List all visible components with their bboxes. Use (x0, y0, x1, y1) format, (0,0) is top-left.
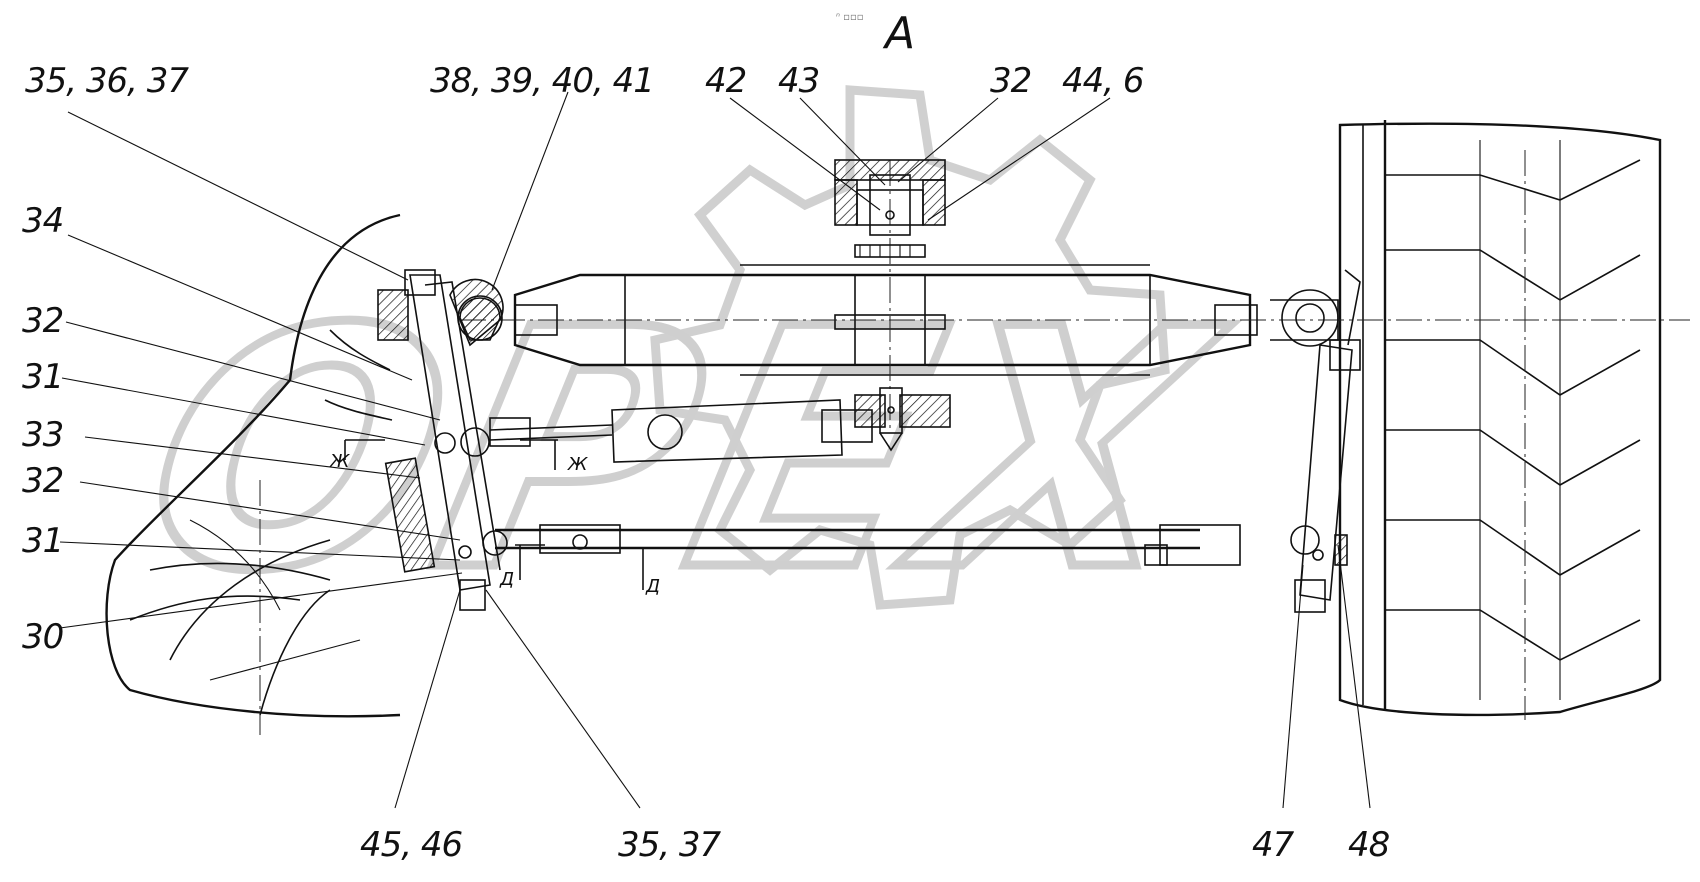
view-title: А (882, 8, 914, 59)
title-mark: ⁿ ▫▫▫ (836, 12, 864, 23)
section-mark-zh-left: Ж (329, 451, 350, 472)
callout-48: 48 (1348, 825, 1390, 865)
watermark-text: OPEX (118, 258, 1246, 643)
callout-47: 47 (1252, 825, 1295, 865)
lower-pivot-bracket (854, 387, 951, 452)
callout-35-37: 35, 37 (618, 825, 722, 865)
callout-32-upper: 32 (22, 301, 63, 341)
steering-cylinder (489, 399, 873, 463)
section-mark-d-left: Д (499, 569, 514, 590)
section-mark-d-right: Д (645, 576, 660, 597)
leader-lines (59, 91, 1371, 809)
right-knuckle (1290, 269, 1361, 613)
left-wheel (105, 213, 401, 735)
callout-44-6: 44, 6 (1062, 61, 1144, 101)
right-wheel (1338, 120, 1662, 720)
callout-32-lower: 32 (22, 461, 63, 501)
watermark: OPEX (114, 85, 1250, 648)
callout-33: 33 (22, 415, 63, 455)
section-marks: Ж Ж Д Д (329, 439, 660, 597)
callout-31-upper: 31 (22, 357, 63, 397)
callout-42: 42 (705, 61, 746, 101)
callout-32-top: 32 (990, 61, 1031, 101)
callout-30: 30 (22, 617, 63, 657)
callout-38-39-40-41: 38, 39, 40, 41 (430, 61, 654, 101)
section-mark-zh-right: Ж (567, 454, 588, 475)
left-knuckle (377, 269, 508, 611)
watermark-gear (650, 85, 1170, 610)
callout-34: 34 (22, 201, 63, 241)
callout-43: 43 (778, 61, 819, 101)
callout-35-36-37: 35, 36, 37 (25, 61, 189, 101)
callout-labels: 35, 36, 37 34 32 31 33 32 31 30 38, 39, … (22, 61, 1391, 865)
callout-31-lower: 31 (22, 521, 63, 561)
callout-45-46: 45, 46 (360, 825, 463, 865)
tie-rod (495, 524, 1241, 566)
